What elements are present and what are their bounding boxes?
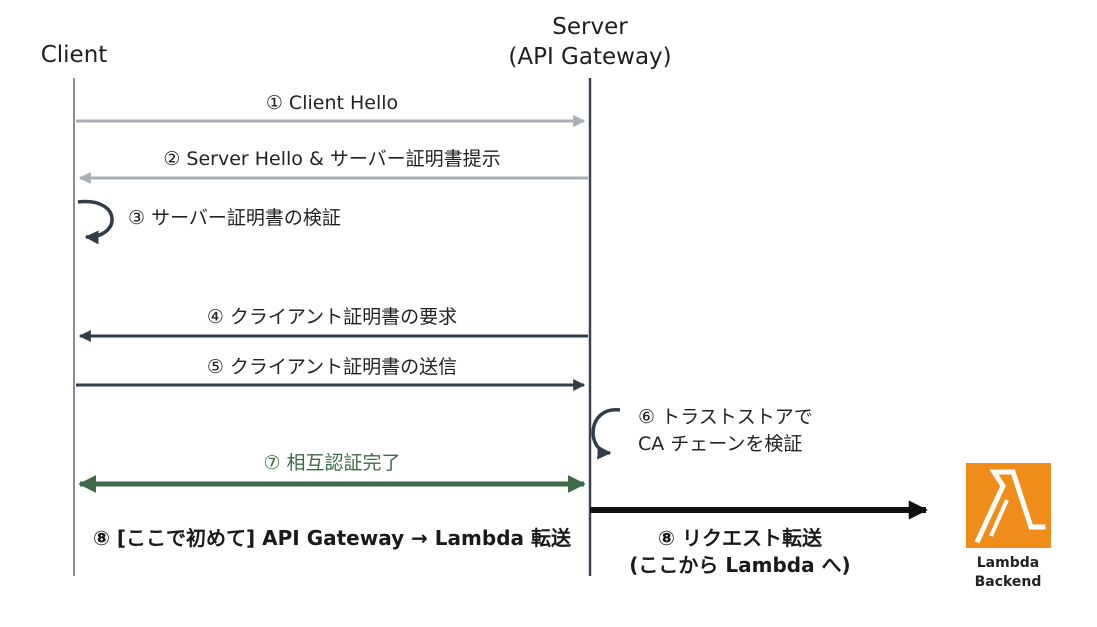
message-send-client-cert: ⑤ クライアント証明書の送信 <box>207 356 457 378</box>
message-verify-server-cert: ③ サーバー証明書の検証 <box>128 207 341 229</box>
self-loop-verify-ca-chain <box>591 408 621 460</box>
message-request-client-cert: ④ クライアント証明書の要求 <box>207 306 457 328</box>
server-subtitle: (API Gateway) <box>508 44 671 70</box>
message-forward-to-lambda: ⑧ [ここで初めて] API Gateway → Lambda 転送 <box>93 526 572 550</box>
lambda-label: Lambda <box>977 555 1039 571</box>
server-label: Server <box>552 14 628 40</box>
message-request-forward: ⑧ リクエスト転送 <box>658 526 823 550</box>
message-client-hello: ① Client Hello <box>266 92 398 114</box>
message-from-here-to-lambda: (ここから Lambda へ) <box>629 553 850 577</box>
client-label: Client <box>41 42 108 68</box>
message-server-hello: ② Server Hello & サーバー証明書提示 <box>163 148 500 170</box>
message-mutual-auth-complete: ⑦ 相互認証完了 <box>263 452 400 474</box>
aws-lambda-icon <box>966 463 1051 548</box>
self-loop-verify-server-cert <box>77 199 114 245</box>
lambda-backend-label: Backend <box>975 574 1042 590</box>
message-truststore: ⑥ トラストストアで <box>638 406 813 428</box>
message-ca-chain: CA チェーンを検証 <box>638 433 802 455</box>
